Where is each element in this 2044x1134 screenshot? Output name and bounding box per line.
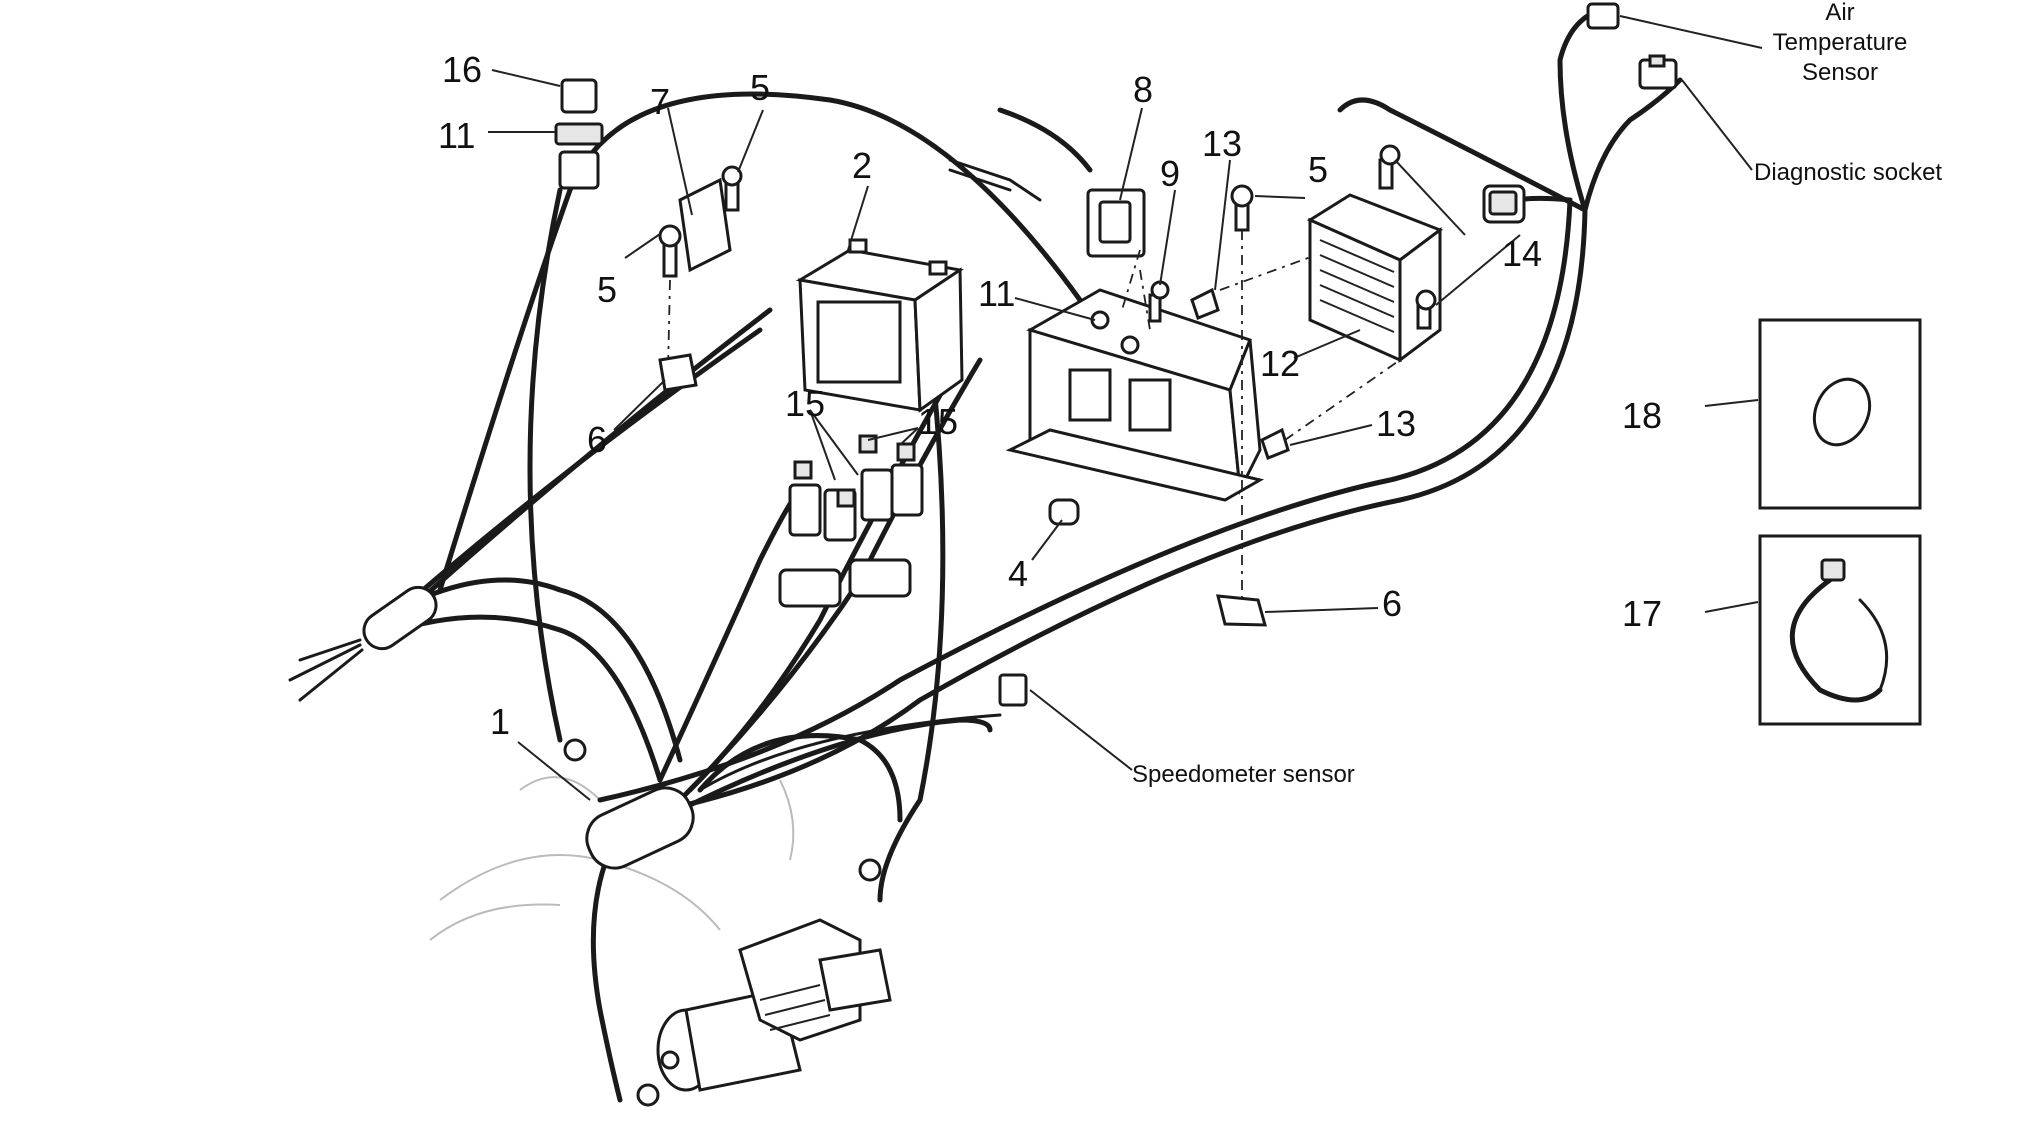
battery-tray: [1005, 288, 1265, 502]
kit-box-17: [1758, 534, 1922, 726]
text-labels: Air Temperature Sensor Diagnostic socket…: [1132, 0, 1942, 788]
fasteners: [1121, 184, 1401, 600]
battery: [795, 238, 964, 413]
callout-17: 17: [1622, 593, 1662, 634]
callout-11-tray: 11: [978, 273, 1015, 314]
callout-14: 14: [1502, 233, 1542, 274]
callout-13-lower: 13: [1376, 403, 1416, 444]
air-temperature-sensor-label-line1: Air: [1825, 0, 1854, 26]
callout-5-left: 5: [597, 269, 617, 310]
callout-15-right: 15: [918, 401, 958, 442]
speedometer-connector: [998, 673, 1028, 707]
connector-14: [1482, 184, 1526, 224]
kit-box-18: [1758, 318, 1922, 510]
air-temperature-sensor-label-line2: Temperature: [1773, 29, 1908, 56]
leader-lines: [488, 15, 1763, 801]
clip-6-lower: [1216, 594, 1267, 627]
callout-15-left: 15: [785, 383, 825, 424]
callout-16: 16: [442, 49, 482, 90]
callout-4: 4: [1008, 553, 1028, 594]
callout-5-right: 5: [1308, 149, 1328, 190]
air-temperature-sensor-label-line3: Sensor: [1802, 59, 1878, 86]
fuse-holders: [778, 434, 924, 608]
harness-sleeves: [288, 585, 695, 870]
sensor-connectors: [1586, 2, 1678, 90]
starter-motor: [656, 918, 892, 1092]
bracket-parts: [658, 165, 743, 392]
callout-7: 7: [650, 81, 670, 122]
callout-5-top: 5: [750, 67, 770, 108]
relay-parts: [554, 78, 604, 190]
callout-1: 1: [490, 701, 510, 742]
ring-terminals: [563, 738, 882, 1107]
callout-11-top: 11: [438, 115, 475, 156]
callout-13-top: 13: [1202, 123, 1242, 164]
holder-8: [948, 107, 1146, 258]
callout-12: 12: [1260, 343, 1300, 384]
callout-8: 8: [1133, 69, 1153, 110]
control-unit: [1306, 144, 1444, 363]
callout-numbers: 16 11 7 5 5 6 2 8 9 13 5 11 14 12 13 15 …: [438, 49, 1662, 742]
callout-6-lower: 6: [1382, 583, 1402, 624]
rubber-4: [1048, 498, 1080, 526]
diagnostic-socket-label: Diagnostic socket: [1754, 159, 1942, 186]
callout-18: 18: [1622, 395, 1662, 436]
callout-9: 9: [1160, 153, 1180, 194]
callout-2: 2: [852, 145, 872, 186]
callout-6-left: 6: [587, 419, 607, 460]
speedometer-sensor-label: Speedometer sensor: [1132, 761, 1355, 788]
